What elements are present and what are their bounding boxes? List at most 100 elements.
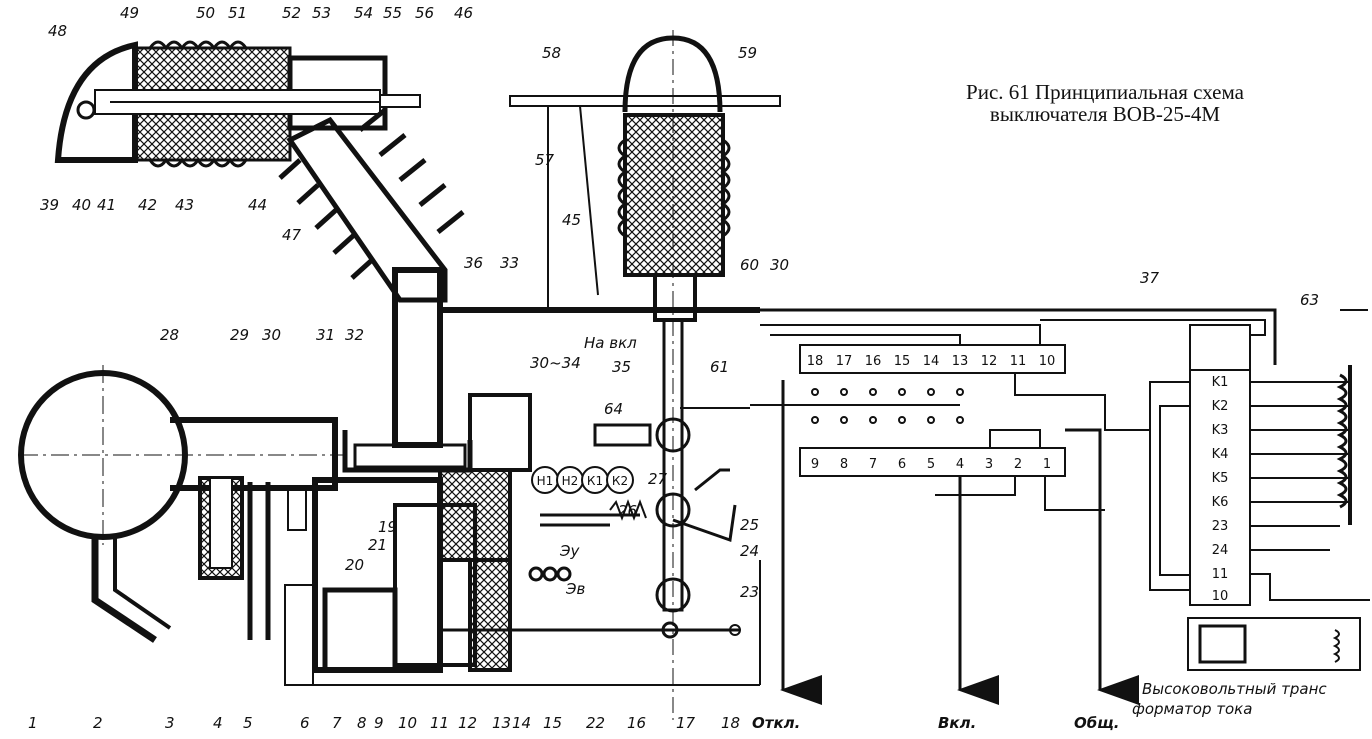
- label-obsh: Общ.: [1074, 714, 1120, 732]
- callout-20: 20: [345, 556, 364, 574]
- callout-33: 33: [500, 254, 519, 272]
- callout-23: 23: [740, 583, 759, 601]
- callout-50: 50: [196, 4, 215, 22]
- callout-49: 49: [120, 4, 139, 22]
- terminal-strip: 18 17 16 15 14 13 12 11 10 9 8 7 6 5 4 3…: [680, 324, 1150, 705]
- terminal-bottom: 7: [869, 457, 877, 472]
- callout-30: 30: [262, 326, 281, 344]
- terminal-top: 14: [923, 354, 940, 369]
- wire: [760, 308, 1277, 365]
- callout-1: 1: [28, 714, 38, 732]
- callout-31: 31: [316, 326, 335, 344]
- callout-30-top: 30: [770, 256, 789, 274]
- relay-terminal: K1: [1212, 375, 1229, 390]
- callout-52: 52: [282, 4, 301, 22]
- callout-13: 13: [492, 714, 511, 732]
- callout-58: 58: [542, 44, 561, 62]
- callout-11: 11: [430, 714, 449, 732]
- callout-2: 2: [93, 714, 103, 732]
- callout-48: 48: [48, 22, 67, 40]
- terminal-bottom: 2: [1014, 457, 1022, 472]
- callout-35: 35: [612, 358, 631, 376]
- callout-5: 5: [243, 714, 253, 732]
- callout-28: 28: [160, 326, 179, 344]
- callout-27: 27: [648, 470, 668, 488]
- coil-label: Н1: [537, 474, 554, 488]
- callout-29: 29: [230, 326, 249, 344]
- relay-terminal: K2: [1212, 399, 1229, 414]
- callout-32: 32: [345, 326, 364, 344]
- support-insulator: [509, 30, 781, 720]
- relay-terminal: K5: [1212, 471, 1229, 486]
- callout-10: 10: [398, 714, 417, 732]
- figure-caption-line2: выключателя ВОВ-25-4М: [989, 102, 1221, 126]
- callout-26: 26: [618, 502, 637, 520]
- relay-terminal: 10: [1212, 589, 1229, 604]
- callout-ey: Эу: [559, 542, 580, 560]
- callout-61: 61: [710, 358, 729, 376]
- callout-16: 16: [627, 714, 646, 732]
- callout-eb: Эв: [565, 580, 585, 598]
- terminal-bottom: 3: [985, 457, 993, 472]
- callout-4: 4: [213, 714, 223, 732]
- callout-54: 54: [354, 4, 373, 22]
- figure-caption-line1: Рис. 61 Принципиальная схема: [966, 80, 1244, 104]
- terminal-top: 18: [807, 354, 824, 369]
- inclined-insulator: [278, 108, 465, 448]
- relay-terminal: 23: [1212, 519, 1229, 534]
- callout-8: 8: [357, 714, 367, 732]
- callout-40: 40: [72, 196, 91, 214]
- callout-18: 18: [721, 714, 740, 732]
- callout-64: 64: [604, 400, 623, 418]
- coil-label: Н2: [562, 474, 579, 488]
- cam-mechanism: [528, 417, 737, 613]
- callout-6: 6: [300, 714, 310, 732]
- coil-group: Н1 Н2 К1 К2: [531, 466, 634, 494]
- terminal-top: 17: [836, 354, 853, 369]
- callout-63: 63: [1300, 291, 1319, 309]
- callout-7: 7: [332, 714, 342, 732]
- callout-53: 53: [312, 4, 331, 22]
- label-transformer-1: Высоковольтный транс: [1142, 680, 1327, 698]
- bottom-callouts: 1 2 3 4 5 6 7 8 9 10 11 12 13 14 15 22 1…: [28, 714, 740, 732]
- callout-57: 57: [535, 151, 555, 169]
- callout-12: 12: [458, 714, 477, 732]
- callout-24: 24: [740, 542, 759, 560]
- callout-56: 56: [415, 4, 434, 22]
- callout-59: 59: [738, 44, 757, 62]
- terminal-bottom: 5: [927, 457, 935, 472]
- callout-36: 36: [464, 254, 483, 272]
- label-vkl: Вкл.: [938, 714, 976, 732]
- top-callouts: 48 49 50 51 52 53 54 55 56 46 39 40 41 4…: [40, 4, 1319, 601]
- callout-14: 14: [512, 714, 531, 732]
- callout-43: 43: [175, 196, 194, 214]
- callout-47: 47: [282, 226, 302, 244]
- terminal-bottom: 9: [811, 457, 819, 472]
- relay-terminal: 24: [1212, 543, 1229, 558]
- terminal-bottom: 1: [1043, 457, 1051, 472]
- terminal-top: 11: [1010, 354, 1027, 369]
- terminal-top: 10: [1039, 354, 1056, 369]
- terminal-top: 13: [952, 354, 969, 369]
- terminal-top: 16: [865, 354, 882, 369]
- callout-55: 55: [383, 4, 402, 22]
- callout-30-34: 30~34: [530, 354, 581, 372]
- callout-45: 45: [562, 211, 581, 229]
- callout-17: 17: [676, 714, 696, 732]
- coil-label: К1: [587, 474, 603, 488]
- terminal-top: 15: [894, 354, 911, 369]
- callout-60: 60: [740, 256, 759, 274]
- bushing-head: [54, 40, 421, 168]
- callout-44: 44: [248, 196, 267, 214]
- callout-46: 46: [454, 4, 473, 22]
- terminal-bottom: 4: [956, 457, 964, 472]
- callout-39: 39: [40, 196, 59, 214]
- terminal-top: 12: [981, 354, 998, 369]
- callout-25: 25: [740, 516, 759, 534]
- callout-51: 51: [228, 4, 247, 22]
- coil-label: К2: [612, 474, 628, 488]
- terminal-bottom: 6: [898, 457, 906, 472]
- label-transformer-2: форматор тока: [1132, 700, 1252, 718]
- callout-9: 9: [374, 714, 384, 732]
